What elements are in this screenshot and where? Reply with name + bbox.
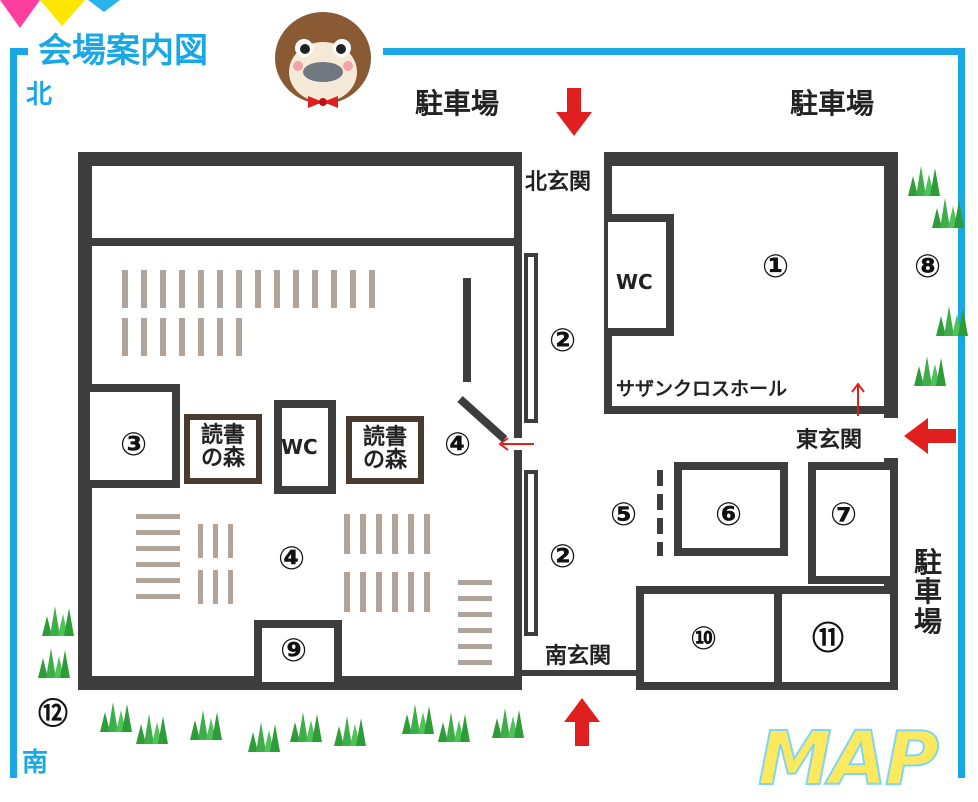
grass-icon bbox=[36, 648, 70, 678]
north-entrance-label: 北玄関 bbox=[525, 170, 592, 195]
reading-forest-2 bbox=[346, 416, 424, 484]
grass-icon bbox=[134, 714, 168, 744]
room-7 bbox=[808, 462, 890, 584]
area-8-label: ⑧ bbox=[914, 247, 942, 285]
area-9-label: ⑨ bbox=[280, 631, 308, 669]
grass-icon bbox=[332, 716, 366, 746]
grass-icon bbox=[912, 356, 946, 386]
grass-icon bbox=[934, 306, 968, 336]
room-11 bbox=[774, 586, 890, 682]
hall-label: サザンクロスホール bbox=[616, 378, 788, 400]
grass-icon bbox=[906, 166, 940, 196]
map-watermark: MAP bbox=[757, 716, 940, 802]
east-entrance-arrow-icon bbox=[904, 418, 956, 454]
east-entrance-label: 東玄関 bbox=[796, 428, 863, 453]
grass-icon bbox=[246, 722, 280, 752]
east-entrance-gap bbox=[884, 418, 898, 458]
parking-top-left: 駐車場 bbox=[415, 87, 500, 120]
corridor-panel-bottom bbox=[524, 470, 538, 636]
arrow-to-area-4-icon bbox=[498, 437, 534, 451]
wall-north-partition bbox=[90, 238, 520, 246]
area-5-label: ⑤ bbox=[610, 495, 638, 533]
wall-south-entrance bbox=[514, 670, 644, 678]
compass-south: 南 bbox=[22, 748, 49, 778]
room-3 bbox=[90, 384, 180, 488]
wall-hall-south bbox=[604, 406, 884, 414]
area-7-label: ⑦ bbox=[830, 495, 858, 533]
room-6 bbox=[674, 462, 788, 556]
parking-east: 駐車場 bbox=[914, 546, 943, 638]
map-frame bbox=[10, 48, 965, 778]
arrow-to-hall-icon bbox=[851, 382, 865, 416]
north-entrance-gap bbox=[522, 152, 604, 166]
reading-forest-1-label: 読書の森 bbox=[200, 423, 245, 472]
area-12-label: ⑫ bbox=[38, 697, 68, 732]
grass-icon bbox=[40, 606, 74, 636]
room-10 bbox=[636, 586, 782, 682]
grass-icon bbox=[288, 712, 322, 742]
south-entrance-label: 南玄関 bbox=[545, 644, 612, 669]
grass-icon bbox=[490, 708, 524, 738]
parking-top-right: 駐車場 bbox=[790, 87, 875, 120]
reading-forest-2-label: 読書の森 bbox=[362, 425, 407, 474]
grass-icon bbox=[400, 704, 434, 734]
south-entrance-gap bbox=[522, 676, 636, 690]
room-wc-center bbox=[274, 400, 336, 494]
north-entrance-arrow-icon bbox=[556, 88, 592, 136]
mascot-illustration bbox=[275, 12, 371, 108]
area-3-label: ③ bbox=[120, 425, 148, 463]
room-wc-hall bbox=[608, 214, 674, 336]
grass-icon bbox=[98, 702, 132, 732]
map-title: 会場案内図 bbox=[38, 31, 208, 71]
compass-north: 北 bbox=[26, 80, 53, 110]
area-4-center-label: ④ bbox=[278, 539, 306, 577]
wall-diagonal-1 bbox=[463, 278, 471, 382]
area-2-top-label: ② bbox=[549, 321, 577, 359]
wall-corridor-west-top bbox=[514, 160, 522, 438]
room-9 bbox=[254, 620, 342, 682]
bunting-flags bbox=[0, 0, 120, 28]
wall-corridor-west-bottom bbox=[514, 450, 522, 682]
south-entrance-arrow-icon bbox=[564, 698, 600, 746]
corridor-panel-top bbox=[524, 253, 538, 423]
area-2-bottom-label: ② bbox=[549, 537, 577, 575]
partition-5 bbox=[657, 470, 663, 556]
wc-hall-label: WC bbox=[616, 270, 653, 294]
grass-icon bbox=[930, 198, 964, 228]
wc-center-label: WC bbox=[281, 435, 318, 459]
area-6-label: ⑥ bbox=[715, 495, 743, 533]
grass-icon bbox=[436, 712, 470, 742]
area-11-label: ⑪ bbox=[812, 619, 845, 657]
area-10-label: ⑩ bbox=[690, 619, 718, 657]
area-4-entry-label: ④ bbox=[444, 425, 472, 463]
area-1-label: ① bbox=[762, 247, 790, 285]
grass-icon bbox=[188, 710, 222, 740]
reading-forest-1 bbox=[184, 414, 262, 484]
